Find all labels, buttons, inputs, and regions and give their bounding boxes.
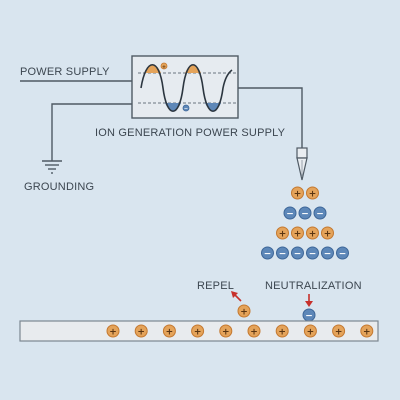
surface-positive-charge: + xyxy=(134,324,148,338)
negative-ion-circle xyxy=(321,246,334,260)
negative-ion: − xyxy=(283,206,297,220)
positive-ion-circle xyxy=(291,226,304,240)
positive-ion: + xyxy=(291,186,304,200)
negative-ion-circle xyxy=(336,246,349,260)
ion-symbol: − xyxy=(316,209,324,219)
surface-positive-charge: + xyxy=(360,324,374,338)
surface-positive-charge: + xyxy=(219,324,233,338)
svg-text:+: + xyxy=(162,65,166,71)
ion-symbol: + xyxy=(137,327,145,337)
negative-ion-circle xyxy=(283,206,297,220)
positive-ion: + xyxy=(306,226,319,240)
negative-ion-circle xyxy=(298,206,312,220)
positive-ion-circle xyxy=(321,226,334,240)
neutralizing-negative-ion: − xyxy=(302,308,316,322)
surface-positive-charge: + xyxy=(247,324,261,338)
ion-symbol: − xyxy=(309,249,317,259)
positive-ion: + xyxy=(306,186,319,200)
surface-positive-charge: + xyxy=(106,324,120,338)
ion-generation-power-supply-label: ION GENERATION POWER SUPPLY xyxy=(95,127,286,139)
positive-ion: + xyxy=(291,226,304,240)
positive-ion-circle xyxy=(276,226,289,240)
grounding-label: GROUNDING xyxy=(24,181,94,193)
ion-symbol: + xyxy=(279,229,287,239)
negative-ion: − xyxy=(261,246,274,260)
ion-symbol: + xyxy=(309,229,317,239)
electrode-wire xyxy=(238,87,303,148)
negative-ion: − xyxy=(336,246,349,260)
grounding-wire xyxy=(51,103,132,161)
ion-symbol: + xyxy=(294,229,302,239)
surface-positive-charge-circle xyxy=(191,324,205,338)
ion-symbol: + xyxy=(335,327,343,337)
surface-positive-charge-circle xyxy=(275,324,289,338)
ion-symbol: + xyxy=(194,327,202,337)
surface-positive-charge: + xyxy=(275,324,289,338)
svg-text:−: − xyxy=(184,106,188,112)
surface-positive-charge-circle xyxy=(360,324,374,338)
ion-symbol: + xyxy=(250,327,258,337)
repel-arrow-icon xyxy=(231,291,242,302)
ion-symbol: − xyxy=(286,209,294,219)
positive-ion: + xyxy=(321,226,334,240)
ion-symbol: + xyxy=(363,327,371,337)
ion-symbol: − xyxy=(324,249,332,259)
ion-symbol: + xyxy=(166,327,174,337)
negative-ion: − xyxy=(306,246,319,260)
neutralization-arrow-icon xyxy=(305,294,313,307)
positive-ion-circle xyxy=(306,226,319,240)
surface-positive-charge-circle xyxy=(106,324,120,338)
surface-positive-charge-circle xyxy=(134,324,148,338)
ion-symbol: + xyxy=(222,327,230,337)
surface-positive-charge-circle xyxy=(247,324,261,338)
ion-symbol: + xyxy=(309,189,317,199)
surface-positive-charge-circle xyxy=(162,324,176,338)
negative-ion: − xyxy=(321,246,334,260)
surface-positive-charge: + xyxy=(191,324,205,338)
positive-ion-circle xyxy=(306,186,319,200)
ion-symbol: − xyxy=(264,249,272,259)
power-supply-label: POWER SUPPLY xyxy=(20,66,110,78)
negative-ion: − xyxy=(276,246,289,260)
negative-ion: − xyxy=(313,206,327,220)
surface-positive-charge-circle xyxy=(219,324,233,338)
negative-ion: − xyxy=(291,246,304,260)
negative-ion-circle xyxy=(276,246,289,260)
ion-symbol: − xyxy=(305,311,313,321)
ion-symbol: − xyxy=(301,209,309,219)
positive-ion-circle xyxy=(291,186,304,200)
ground-symbol-icon xyxy=(42,160,62,174)
negative-ion-circle xyxy=(261,246,274,260)
negative-ion-circle xyxy=(291,246,304,260)
neutralization-label: NEUTRALIZATION xyxy=(265,280,362,292)
ion-cloud: ++−−−++++−−−−−− xyxy=(261,186,349,260)
surface-positive-charge-circle xyxy=(303,324,317,338)
negative-ion-circle xyxy=(313,206,327,220)
surface-positive-charge: + xyxy=(332,324,346,338)
negative-ion: − xyxy=(298,206,312,220)
positive-ion: + xyxy=(276,226,289,240)
ion-symbol: + xyxy=(324,229,332,239)
surface-positive-charge: + xyxy=(303,324,317,338)
ion-symbol: − xyxy=(279,249,287,259)
surface-positive-charge-circle xyxy=(332,324,346,338)
ion-symbol: − xyxy=(294,249,302,259)
surface-positive-charge: + xyxy=(162,324,176,338)
ion-symbol: + xyxy=(240,307,248,317)
negative-ion-circle xyxy=(306,246,319,260)
ion-symbol: − xyxy=(339,249,347,259)
repelled-positive-ion: + xyxy=(237,304,251,318)
repel-label: REPEL xyxy=(197,280,234,292)
surface-charges: + + + + + + + + + + xyxy=(106,324,374,338)
ion-symbol: + xyxy=(278,327,286,337)
ion-symbol: + xyxy=(109,327,117,337)
ion-symbol: + xyxy=(294,189,302,199)
needle-electrode-icon xyxy=(296,147,308,181)
sine-wave-icon: + − xyxy=(138,62,236,112)
ion-symbol: + xyxy=(307,327,315,337)
